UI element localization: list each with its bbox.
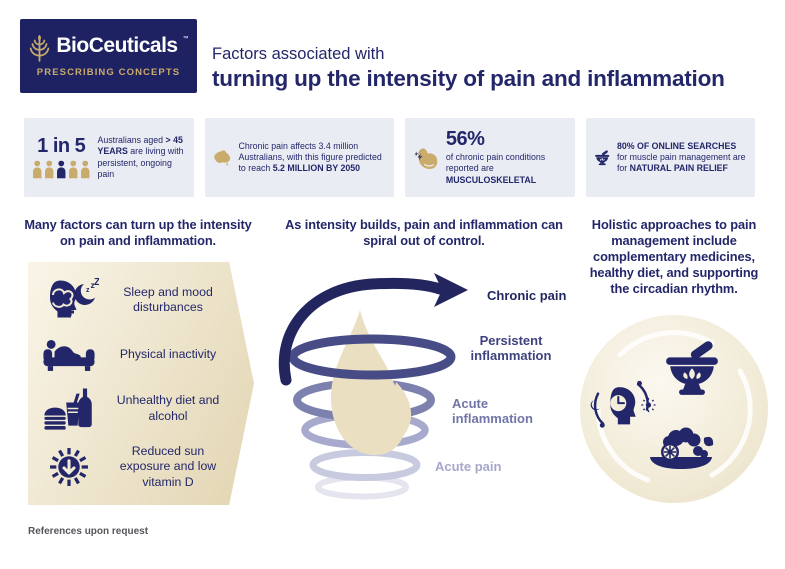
- factor-label: Unhealthy diet and alcohol: [116, 393, 220, 423]
- stats-row: 1 in 5 Australians aged > 45 YEARS are l…: [24, 118, 756, 197]
- stat-1-figure: 1 in 5: [32, 136, 91, 179]
- fern-icon: [30, 34, 50, 62]
- stat-text: 80% OF ONLINE SEARCHES for muscle pain m…: [616, 140, 746, 174]
- stat-text: Australians aged > 45 YEARS are living w…: [97, 135, 184, 179]
- junk-food-icon: [36, 387, 102, 430]
- factor-item-diet: Unhealthy diet and alcohol: [36, 387, 226, 430]
- brand-logo: BioCeuticals ™ PRESCRIBING CONCEPTS: [20, 19, 197, 93]
- stat-card-1-in-5: 1 in 5 Australians aged > 45 YEARS are l…: [24, 118, 194, 197]
- title-line-1: Factors associated with: [212, 45, 385, 63]
- australia-map-icon: [213, 150, 230, 166]
- healthy-food-icon: [650, 427, 714, 469]
- factors-arrow-panel: z z Z Sleep and mood disturbances: [28, 262, 254, 505]
- flexed-arm-icon: [414, 147, 438, 169]
- spiral-arrow: [278, 273, 468, 386]
- flame-icon: [330, 310, 412, 456]
- stat-card-musculoskeletal: 56% of chronic pain conditions reported …: [404, 118, 575, 197]
- brand-name: BioCeuticals: [56, 33, 178, 57]
- spiral-label-acute-pain: Acute pain: [435, 459, 502, 474]
- factor-label: Sleep and mood disturbances: [123, 284, 213, 314]
- spiral-label-persistent-inflammation: Persistent inflammation: [470, 333, 552, 363]
- factor-label: Physical inactivity: [119, 347, 217, 362]
- factor-label: Reduced sun exposure and low vitamin D: [119, 444, 217, 489]
- factor-item-sleep: z z Z Sleep and mood disturbances: [36, 277, 226, 323]
- pain-spiral-illustration: [278, 273, 468, 500]
- page-title: Factors associated with turning up the i…: [212, 45, 725, 92]
- left-column-heading: Many factors can turn up the intensity o…: [24, 217, 252, 248]
- sleep-mood-icon: z z Z: [36, 277, 102, 323]
- stat-card-chronic-pain: Chronic pain affects 3.4 million Austral…: [204, 118, 394, 197]
- spiral-label-chronic-pain: Chronic pain: [487, 288, 567, 303]
- right-column-heading: Holistic approaches to pain management i…: [589, 217, 759, 296]
- stat-text: Chronic pain affects 3.4 million Austral…: [238, 140, 382, 174]
- circadian-rhythm-icon: [590, 380, 656, 428]
- svg-text:z: z: [91, 280, 95, 290]
- mortar-pestle-icon: [662, 339, 722, 399]
- svg-text:z: z: [86, 287, 90, 294]
- stat-card-natural-relief: 80% OF ONLINE SEARCHES for muscle pain m…: [585, 118, 756, 197]
- stat-3-body: 56% of chronic pain conditions reported …: [446, 129, 567, 186]
- svg-text:Z: Z: [94, 277, 99, 288]
- brand-logo-row: BioCeuticals ™: [28, 33, 189, 62]
- stat-text: of chronic pain conditions reported are …: [445, 152, 546, 185]
- title-line-2: turning up the intensity of pain and inf…: [212, 65, 725, 91]
- references-note: References upon request: [28, 526, 149, 537]
- middle-column-heading: As intensity builds, pain and inflammati…: [285, 217, 563, 248]
- spiral-label-acute-inflammation: Acute inflammation: [452, 396, 533, 426]
- low-sun-icon: [36, 444, 102, 490]
- couch-icon: [36, 337, 102, 374]
- people-icon: [32, 160, 91, 179]
- factor-item-inactivity: Physical inactivity: [36, 337, 226, 374]
- stat-headline: 56%: [445, 128, 485, 151]
- trademark: ™: [182, 35, 189, 42]
- brand-tagline: PRESCRIBING CONCEPTS: [36, 66, 181, 78]
- factor-item-sun: Reduced sun exposure and low vitamin D: [36, 444, 226, 490]
- holistic-circle: [580, 315, 768, 503]
- mortar-pestle-icon: [594, 135, 610, 181]
- stat-headline: 1 in 5: [37, 135, 86, 157]
